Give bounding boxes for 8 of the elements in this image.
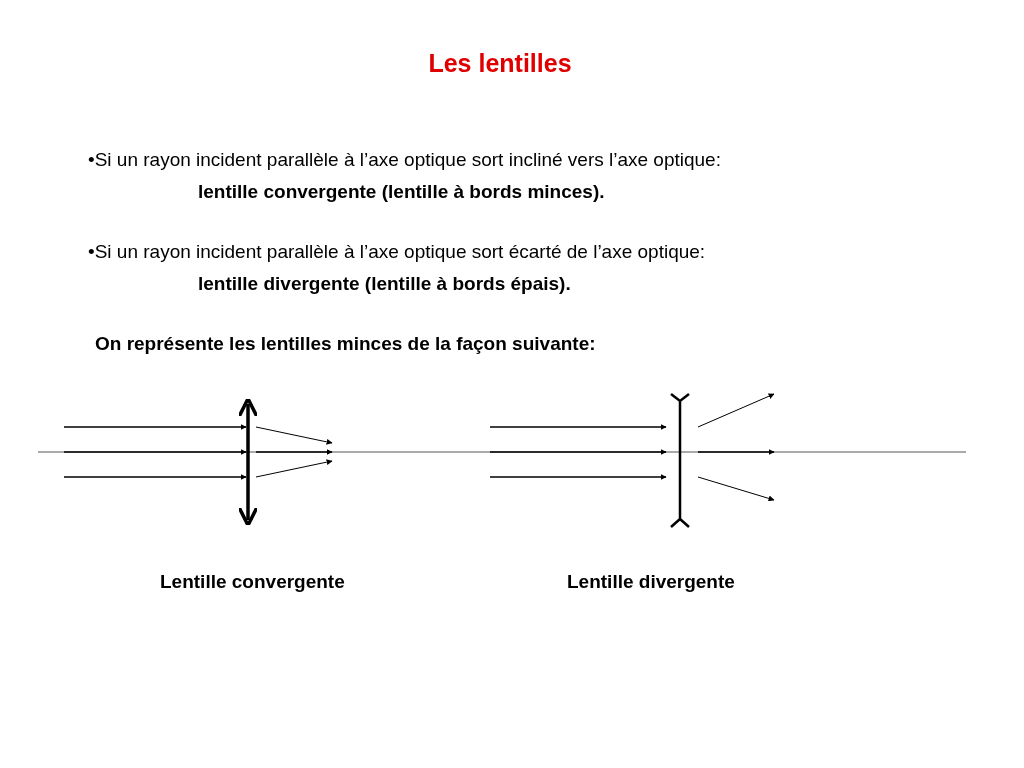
bullet-text: •Si un rayon incident parallèle à l’axe optique sort incliné vers l’axe optique: <box>88 148 721 172</box>
intro-text: On représente les lentilles minces de la façon suivante: <box>95 332 596 356</box>
bullet-text: •Si un rayon incident parallèle à l’axe optique sort écarté de l’axe optique: <box>88 240 706 264</box>
conclusion-text: lentille convergente (lentille à bords minces). <box>198 180 605 204</box>
lens-caption: Lentille divergente <box>567 570 735 594</box>
conclusion-text: lentille divergente (lentille à bords épais). <box>198 272 571 296</box>
lens-caption: Lentille convergente <box>160 570 345 594</box>
slide-title: Les lentilles <box>427 48 573 78</box>
